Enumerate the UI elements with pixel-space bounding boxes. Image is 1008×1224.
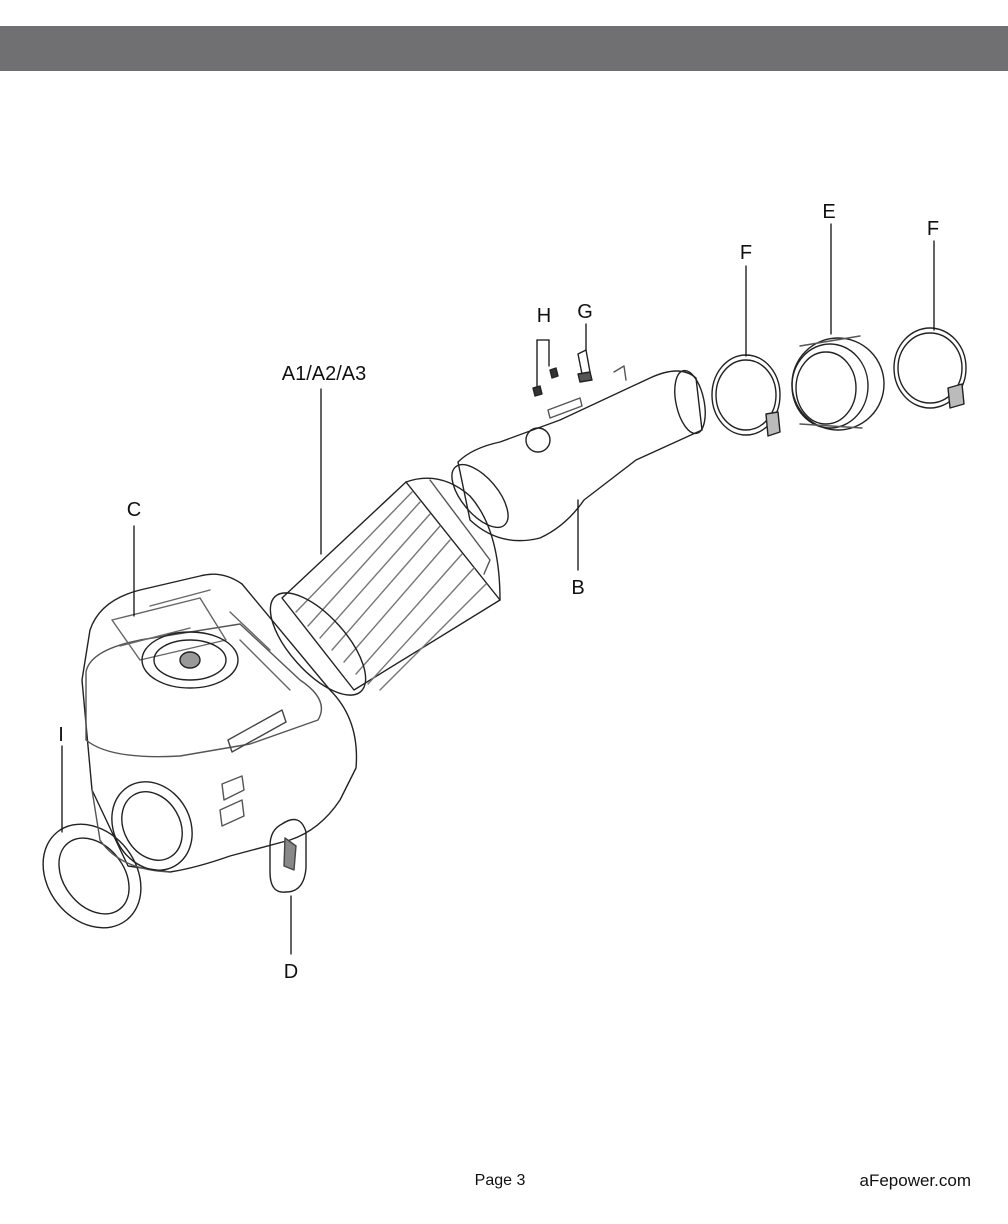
footer-page-number: Page 3 — [474, 1172, 526, 1189]
part-d-cover — [269, 818, 307, 893]
part-e-coupler — [791, 335, 885, 431]
part-b-tube — [451, 365, 706, 542]
callout-a: A1/A2/A3 — [281, 363, 367, 385]
footer-website: aFepower.com — [859, 1171, 972, 1190]
header-band — [0, 26, 1008, 71]
part-c-airbox — [81, 573, 358, 873]
callout-b: B — [571, 577, 585, 599]
callout-g: G — [577, 301, 593, 323]
callout-c: C — [126, 499, 142, 521]
callout-h: H — [536, 305, 552, 327]
part-f-clamp-right — [893, 327, 967, 409]
part-i-ring — [42, 823, 142, 929]
leader-lines — [61, 223, 935, 955]
part-f-clamp-left — [711, 354, 781, 437]
callout-d: D — [283, 961, 299, 983]
callout-i: I — [58, 724, 64, 746]
part-g-fitting — [577, 349, 593, 383]
callout-f-right: F — [926, 218, 940, 240]
callout-e: E — [822, 201, 836, 223]
part-h-screws — [532, 367, 559, 397]
callout-f-left: F — [739, 242, 753, 264]
part-a-filter — [269, 477, 501, 696]
